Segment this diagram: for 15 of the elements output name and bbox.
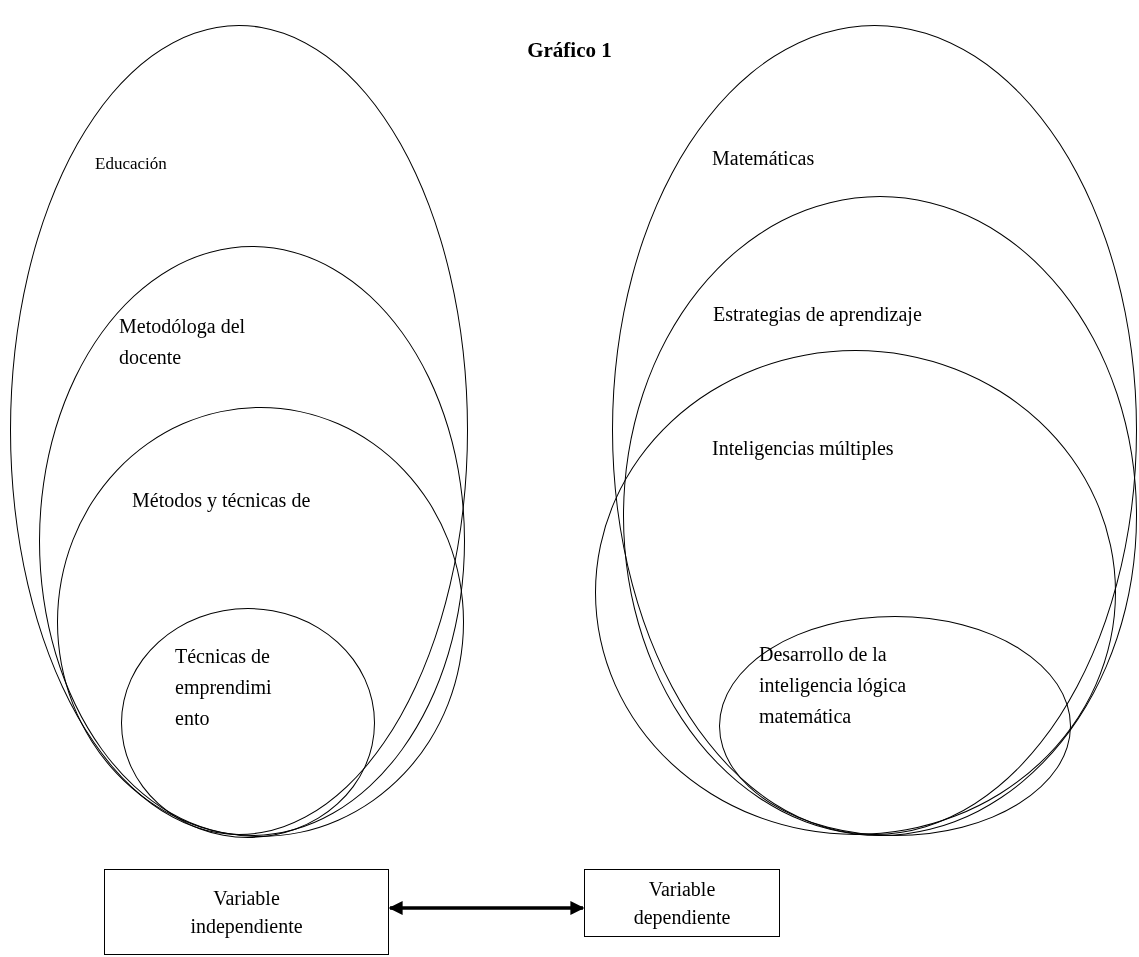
ellipse-label: Metodóloga del docente [119,314,247,370]
variable-box [104,869,389,955]
ellipse-label: Técnicas de emprendimiento [175,644,273,731]
variable-box [584,869,780,937]
ellipse-label: Inteligencias múltiples [712,436,895,462]
diagram-title: Gráfico 1 [526,38,613,63]
box-label: Variable dependiente [632,877,732,931]
box-label: Variable independiente [189,886,304,940]
ellipse-label: Estrategias de aprendizaje [713,302,923,328]
ellipse-label: Educación [95,153,168,175]
ellipse-label: Métodos y técnicas de [132,488,312,514]
ellipse-label: Desarrollo de la inteligencia lógica matemática [759,642,908,729]
nested-ellipse [10,25,468,835]
double-arrow [388,901,585,915]
ellipse-label: Matemáticas [712,146,816,171]
